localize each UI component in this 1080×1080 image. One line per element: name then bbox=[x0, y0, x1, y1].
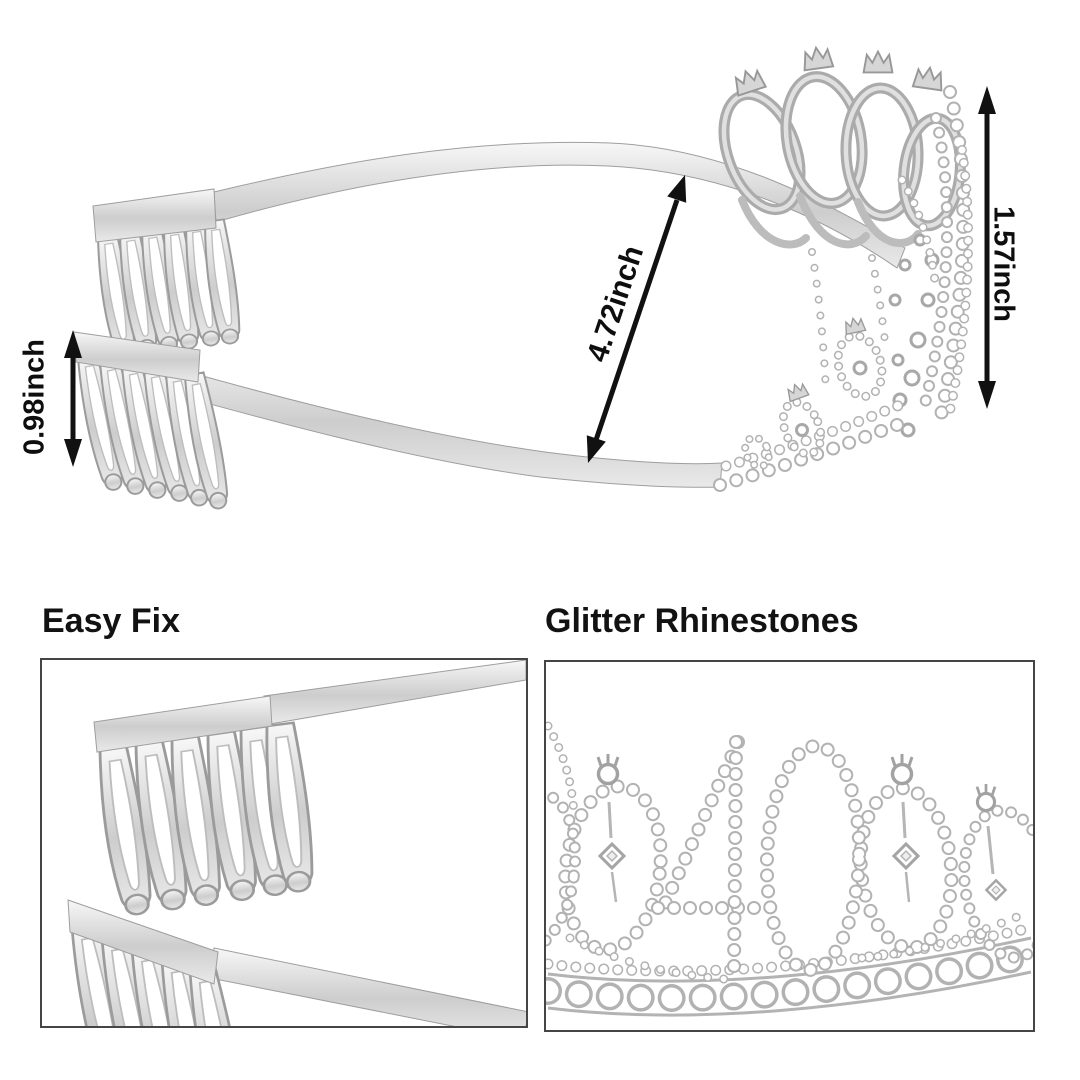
glitter-rhinestones-title: Glitter Rhinestones bbox=[545, 602, 859, 640]
dimension-label-crown-height: 1.57inch bbox=[987, 205, 1020, 323]
rhinestone-column bbox=[888, 85, 974, 438]
easy-fix-closeup bbox=[64, 660, 526, 1026]
tiara-crown bbox=[713, 44, 974, 492]
closeup-bottom-comb bbox=[64, 899, 526, 1026]
top-comb bbox=[92, 188, 245, 361]
crown-metal-loops bbox=[718, 44, 966, 249]
dimension-label-comb-height: 0.98inch bbox=[18, 338, 51, 456]
closeup-top-comb bbox=[91, 660, 526, 919]
dimension-arrow-crown-height bbox=[978, 86, 996, 409]
crown-base-chain bbox=[546, 922, 1033, 1017]
glitter-closeup bbox=[546, 721, 1033, 1017]
glitter-rhinestones-panel bbox=[544, 660, 1035, 1032]
right-rhinestone-loop bbox=[853, 752, 959, 955]
rhinestone-lower-chain bbox=[713, 175, 941, 492]
tiara-dimension-diagram bbox=[64, 44, 996, 512]
bottom-comb bbox=[72, 331, 234, 512]
rhinestone-numeral-40 bbox=[651, 735, 867, 977]
easy-fix-title: Easy Fix bbox=[42, 602, 180, 640]
dimension-arrow-comb-height bbox=[64, 330, 82, 467]
dimension-arrow-band-length bbox=[586, 175, 687, 463]
easy-fix-panel bbox=[40, 658, 528, 1028]
edge-rhinestone-loops bbox=[546, 721, 1033, 985]
